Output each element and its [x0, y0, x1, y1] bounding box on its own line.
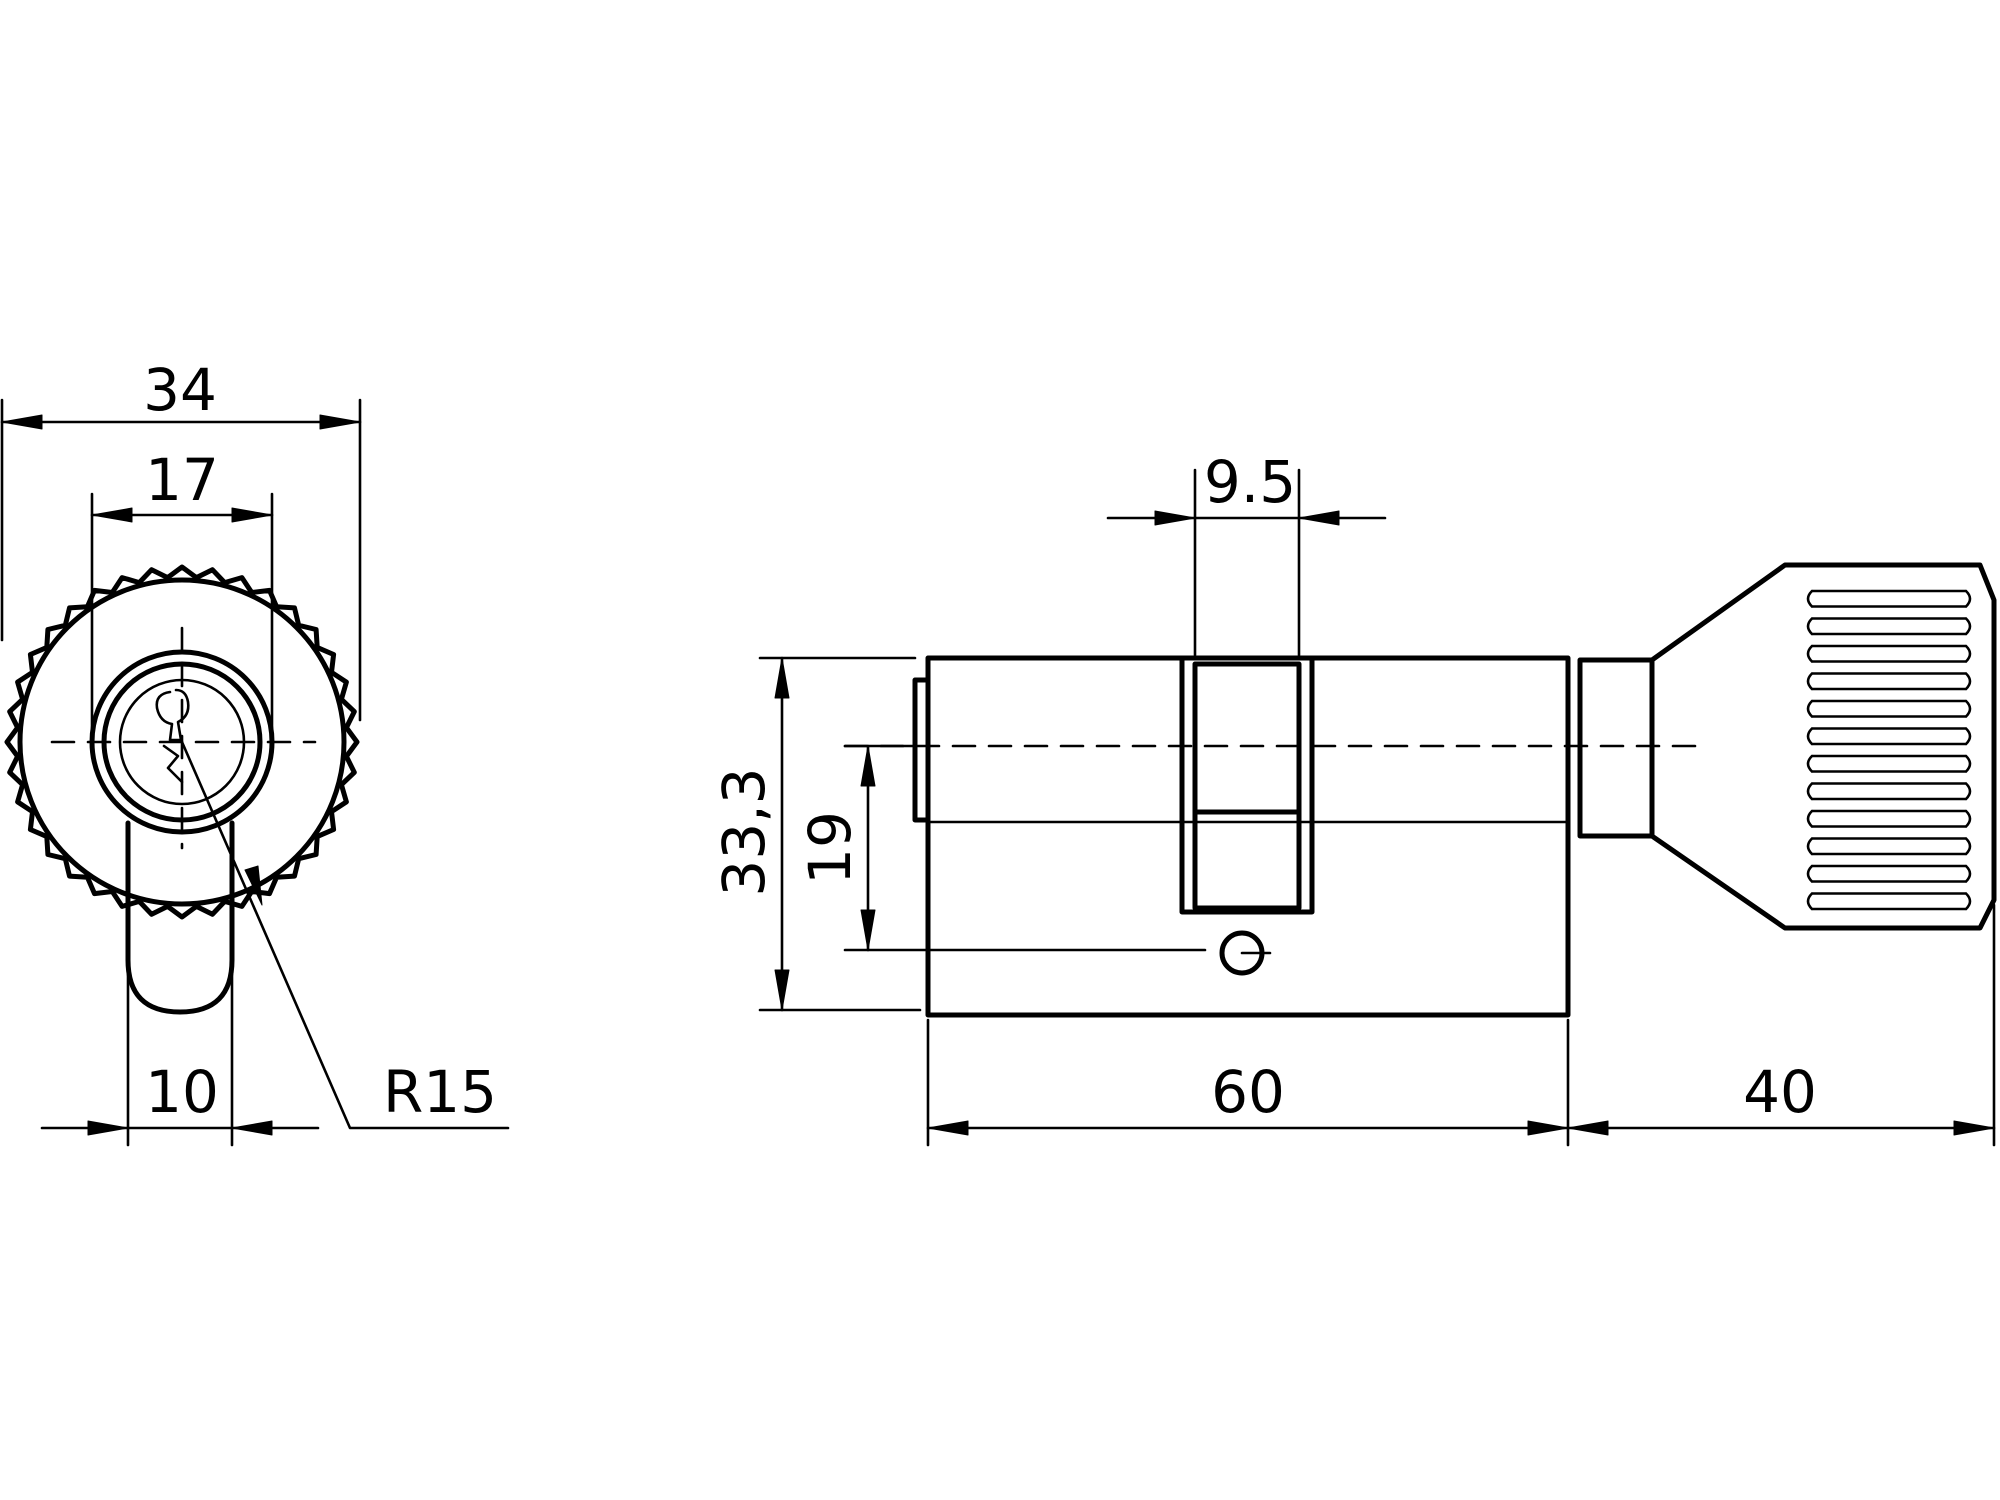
r15-leader	[180, 740, 510, 1130]
arrow-19-top	[860, 745, 876, 787]
dim-label-r15: R15	[383, 1058, 497, 1126]
cylinder-end-view-icon: 34 17 10 R15	[0, 356, 510, 1147]
grip-rib	[1806, 589, 1972, 608]
grip-rib	[1806, 864, 1972, 883]
knob-cone	[1649, 562, 1997, 931]
arrow-40-left	[1567, 1120, 1609, 1136]
knob-neck	[1577, 657, 1655, 839]
cylinder-body	[925, 655, 1571, 1018]
knurled-knob-outline	[4, 564, 360, 920]
dim-label-9.5: 9.5	[1204, 448, 1296, 516]
arrow-40-right	[1953, 1120, 1995, 1136]
grip-rib	[1806, 617, 1972, 636]
grip-rib	[1806, 809, 1972, 828]
grip-rib	[1806, 754, 1972, 773]
arrow-10-right	[231, 1120, 273, 1136]
cylinder-side-view-icon: 9.5 33,3 19 60 40	[710, 448, 1997, 1147]
knob-inner-circle	[17, 577, 347, 907]
cam-lobe	[125, 820, 235, 1015]
dim-label-33: 33,3	[710, 767, 778, 896]
grip-rib	[1806, 837, 1972, 856]
knurl-teeth	[4, 564, 360, 920]
keyway-wave	[162, 744, 184, 784]
arrow-9.5-right	[1298, 510, 1340, 526]
dim-label-60: 60	[1211, 1058, 1285, 1126]
grip-rib	[1806, 672, 1972, 691]
arrow-33-top	[774, 657, 790, 699]
grip-rib	[1806, 699, 1972, 718]
plug-end-step	[912, 677, 931, 823]
arrow-34-right	[319, 414, 361, 430]
cam-slot-outer	[1179, 655, 1315, 915]
arrow-10-left	[87, 1120, 129, 1136]
knob-grip-ribs	[1806, 589, 1972, 911]
arrow-17-right	[231, 507, 273, 523]
keyhole	[155, 688, 190, 742]
arrow-60-right	[1527, 1120, 1569, 1136]
arrow-34-left	[1, 414, 43, 430]
arrow-9.5-left	[1154, 510, 1196, 526]
dim-label-19: 19	[796, 811, 864, 885]
grip-rib	[1806, 892, 1972, 911]
arrow-19-bottom	[860, 909, 876, 951]
dim-label-10: 10	[145, 1058, 219, 1126]
grip-rib	[1806, 644, 1972, 663]
dim-label-40: 40	[1743, 1058, 1817, 1126]
cam-slot-inner	[1192, 661, 1302, 911]
grip-rib	[1806, 727, 1972, 746]
arrow-60-left	[927, 1120, 969, 1136]
arrow-17-left	[91, 507, 133, 523]
arrow-33-bottom	[774, 969, 790, 1011]
grip-rib	[1806, 782, 1972, 801]
arrow-r15	[244, 865, 263, 906]
dim-label-34: 34	[143, 356, 217, 424]
dim-label-17: 17	[145, 446, 219, 514]
